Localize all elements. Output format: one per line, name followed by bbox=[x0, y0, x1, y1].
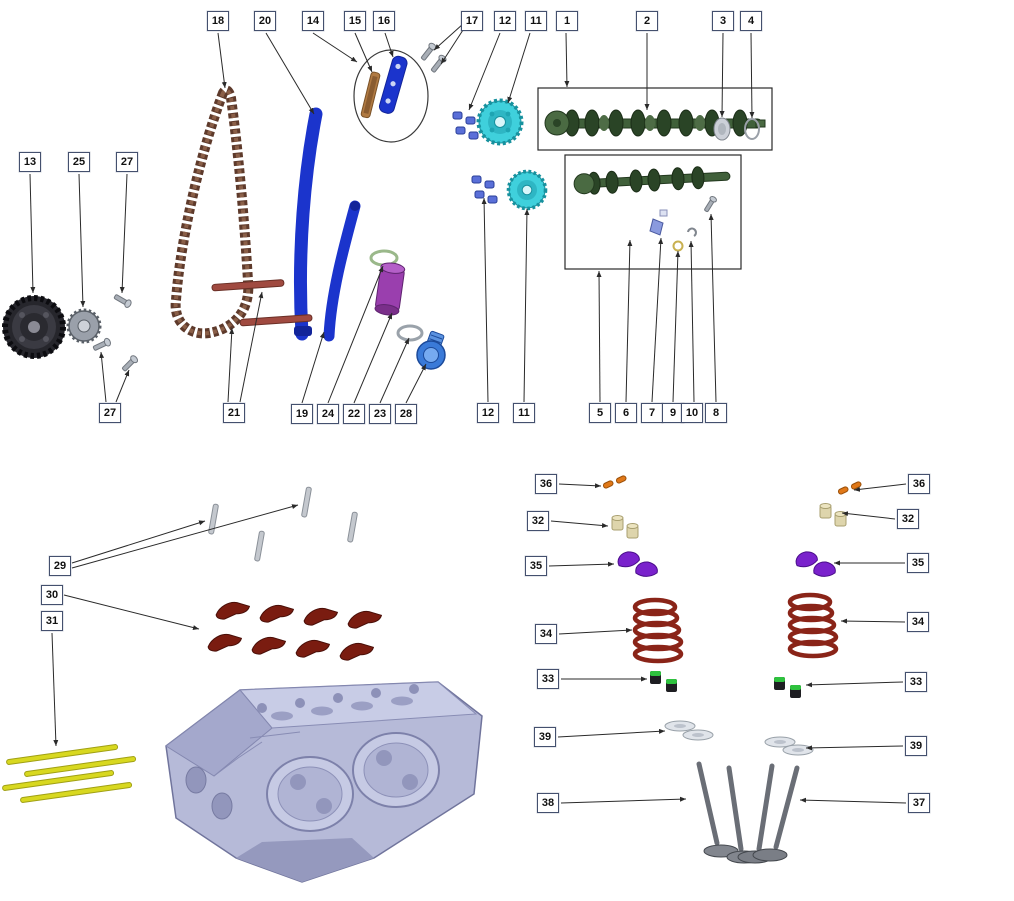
leader-line bbox=[51, 632, 59, 747]
dowel-pins bbox=[208, 486, 358, 562]
leader-line bbox=[433, 23, 464, 51]
leader-line bbox=[440, 29, 464, 65]
upper-guide-detail-oval bbox=[353, 49, 429, 143]
leader-line bbox=[625, 239, 633, 403]
leader-line bbox=[841, 511, 896, 520]
leader-line bbox=[405, 363, 427, 404]
intake-camshaft bbox=[544, 109, 766, 137]
guide-bolts bbox=[420, 42, 447, 73]
leader-line bbox=[507, 32, 531, 104]
cam-position-actuator bbox=[649, 209, 668, 236]
exhaust-camshaft bbox=[573, 166, 731, 195]
leader-line bbox=[853, 483, 907, 492]
leader-line bbox=[217, 32, 227, 89]
head-studs bbox=[2, 744, 137, 803]
valve-collets-right bbox=[837, 481, 862, 495]
leader-line bbox=[99, 351, 107, 403]
gear-bolts bbox=[92, 294, 139, 372]
snap-ring bbox=[687, 227, 697, 237]
chain-guide-long bbox=[293, 107, 323, 341]
spring-retainers-right bbox=[794, 549, 837, 578]
leader-lines bbox=[29, 23, 907, 804]
leader-line bbox=[651, 237, 664, 403]
small-oring bbox=[672, 240, 684, 252]
leader-line bbox=[558, 627, 633, 635]
leader-line bbox=[805, 681, 904, 688]
valve-guides-left bbox=[611, 515, 639, 539]
leader-line bbox=[301, 331, 325, 404]
leader-line bbox=[548, 561, 615, 567]
leader-line bbox=[265, 32, 315, 115]
cam-end-plug bbox=[713, 117, 731, 141]
rocker-arms bbox=[206, 600, 383, 662]
leader-line bbox=[227, 327, 235, 403]
leader-line bbox=[550, 520, 609, 528]
threaded-plug bbox=[416, 330, 446, 370]
camshaft-gear bbox=[2, 295, 66, 359]
lower-oring bbox=[396, 324, 424, 342]
leader-line bbox=[799, 797, 907, 804]
spring-seats-left bbox=[664, 720, 714, 741]
leader-line bbox=[468, 32, 501, 111]
cam-pin bbox=[704, 195, 717, 213]
cam-seal-ring bbox=[744, 118, 760, 140]
leader-line bbox=[384, 32, 394, 58]
spring-retainers-left bbox=[616, 549, 659, 578]
cam-sprocket-upper bbox=[476, 98, 524, 146]
leader-line bbox=[564, 32, 570, 88]
valve-stem-seals-right bbox=[774, 677, 801, 698]
timing-chain bbox=[170, 85, 254, 339]
valve-stem-seals-left bbox=[650, 671, 677, 692]
small-gear bbox=[66, 308, 102, 344]
leader-line bbox=[523, 208, 530, 403]
leader-line bbox=[481, 197, 489, 403]
leader-line bbox=[115, 369, 130, 403]
leader-line bbox=[327, 265, 384, 404]
leader-line bbox=[708, 213, 717, 403]
leader-line bbox=[558, 483, 602, 489]
leader-line bbox=[840, 618, 906, 624]
cam-cap-cluster-upper bbox=[452, 111, 479, 140]
valves bbox=[696, 761, 800, 864]
chain-tensioner-arm bbox=[323, 200, 361, 342]
valve-spring-right bbox=[787, 592, 839, 659]
camshaft-assembly-2-frame bbox=[564, 154, 742, 270]
leader-line bbox=[63, 594, 200, 630]
leader-line bbox=[78, 173, 86, 308]
leader-line bbox=[71, 504, 299, 569]
leader-line bbox=[312, 32, 358, 63]
cam-sprocket-lower bbox=[506, 169, 548, 211]
leader-line bbox=[805, 745, 904, 751]
leader-line bbox=[29, 173, 36, 294]
upper-chain-guide bbox=[360, 71, 381, 119]
leader-line bbox=[119, 173, 128, 294]
valve-guides-right bbox=[819, 503, 847, 527]
leader-line bbox=[353, 312, 393, 404]
leader-line bbox=[596, 270, 602, 403]
leader-line bbox=[379, 337, 410, 404]
leader-line bbox=[71, 520, 206, 564]
leader-line bbox=[688, 240, 695, 403]
leader-line bbox=[672, 250, 681, 403]
spring-seats-right bbox=[764, 736, 814, 756]
camshaft-assembly-1-frame bbox=[537, 87, 773, 151]
cam-cap-cluster-lower bbox=[471, 175, 498, 204]
oil-control-valve bbox=[374, 262, 406, 316]
oil-feed-rods bbox=[211, 279, 313, 327]
leader-line bbox=[749, 32, 755, 119]
leader-line bbox=[719, 32, 725, 118]
valve-spring-left bbox=[632, 597, 684, 664]
leader-line bbox=[557, 728, 666, 738]
leader-line bbox=[239, 291, 264, 403]
leader-line bbox=[560, 796, 687, 804]
cylinder-head bbox=[165, 681, 483, 883]
guide-bracket bbox=[378, 55, 408, 114]
valve-collets-left bbox=[602, 475, 627, 489]
leader-line bbox=[354, 32, 373, 73]
